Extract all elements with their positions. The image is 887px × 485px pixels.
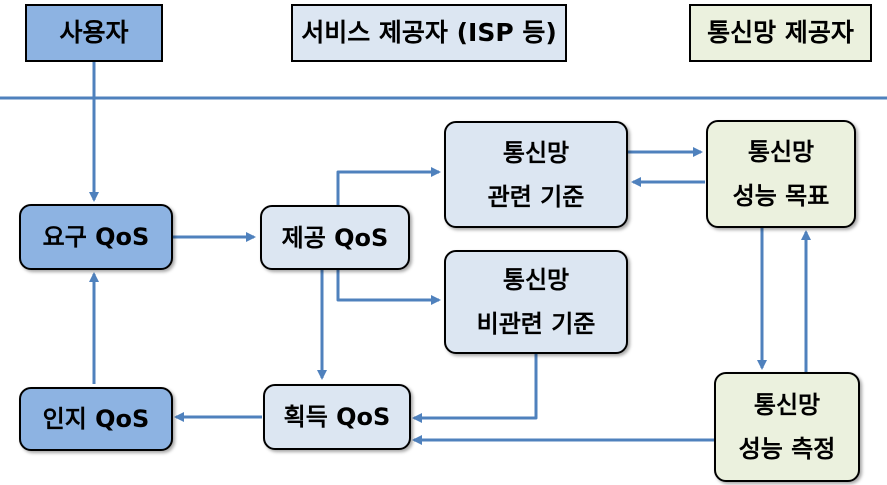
non-network-related-line1: 통신망 — [502, 266, 570, 294]
header-network-provider: 통신망 제공자 — [689, 4, 872, 62]
offered-qos-label: 제공 QoS — [281, 223, 389, 252]
node-network-related-criteria: 통신망 관련 기준 — [444, 121, 628, 228]
node-required-qos: 요구 QoS — [19, 204, 173, 270]
header-network-provider-label: 통신망 제공자 — [707, 18, 854, 48]
node-perceived-qos: 인지 QoS — [19, 387, 173, 451]
header-user-label: 사용자 — [59, 18, 129, 48]
arrow-offered-to-related — [336, 167, 441, 205]
required-qos-label: 요구 QoS — [42, 223, 150, 251]
non-network-related-line2: 비관련 기준 — [476, 310, 596, 338]
arrow-offered-to-nonrelated — [336, 270, 441, 305]
network-related-line2: 관련 기준 — [487, 182, 585, 211]
node-non-network-related-criteria: 통신망 비관련 기준 — [444, 250, 628, 354]
performance-measurement-line1: 통신망 — [753, 391, 821, 419]
header-service-provider: 서비스 제공자 (ISP 등) — [291, 4, 567, 62]
network-related-line1: 통신망 — [502, 138, 570, 167]
perceived-qos-label: 인지 QoS — [42, 405, 150, 433]
node-performance-objective: 통신망 성능 목표 — [706, 120, 856, 228]
performance-measurement-line2: 성능 측정 — [738, 435, 836, 463]
achieved-qos-label: 획득 QoS — [283, 403, 391, 431]
performance-objective-line1: 통신망 — [747, 138, 815, 166]
header-service-provider-label: 서비스 제공자 (ISP 등) — [301, 18, 557, 48]
header-user: 사용자 — [25, 4, 163, 62]
arrow-nonrelated-to-achieved — [412, 354, 538, 423]
node-achieved-qos: 획득 QoS — [263, 384, 411, 450]
node-performance-measurement: 통신망 성능 측정 — [714, 372, 860, 482]
performance-objective-line2: 성능 목표 — [732, 182, 830, 210]
node-offered-qos: 제공 QoS — [260, 205, 410, 270]
